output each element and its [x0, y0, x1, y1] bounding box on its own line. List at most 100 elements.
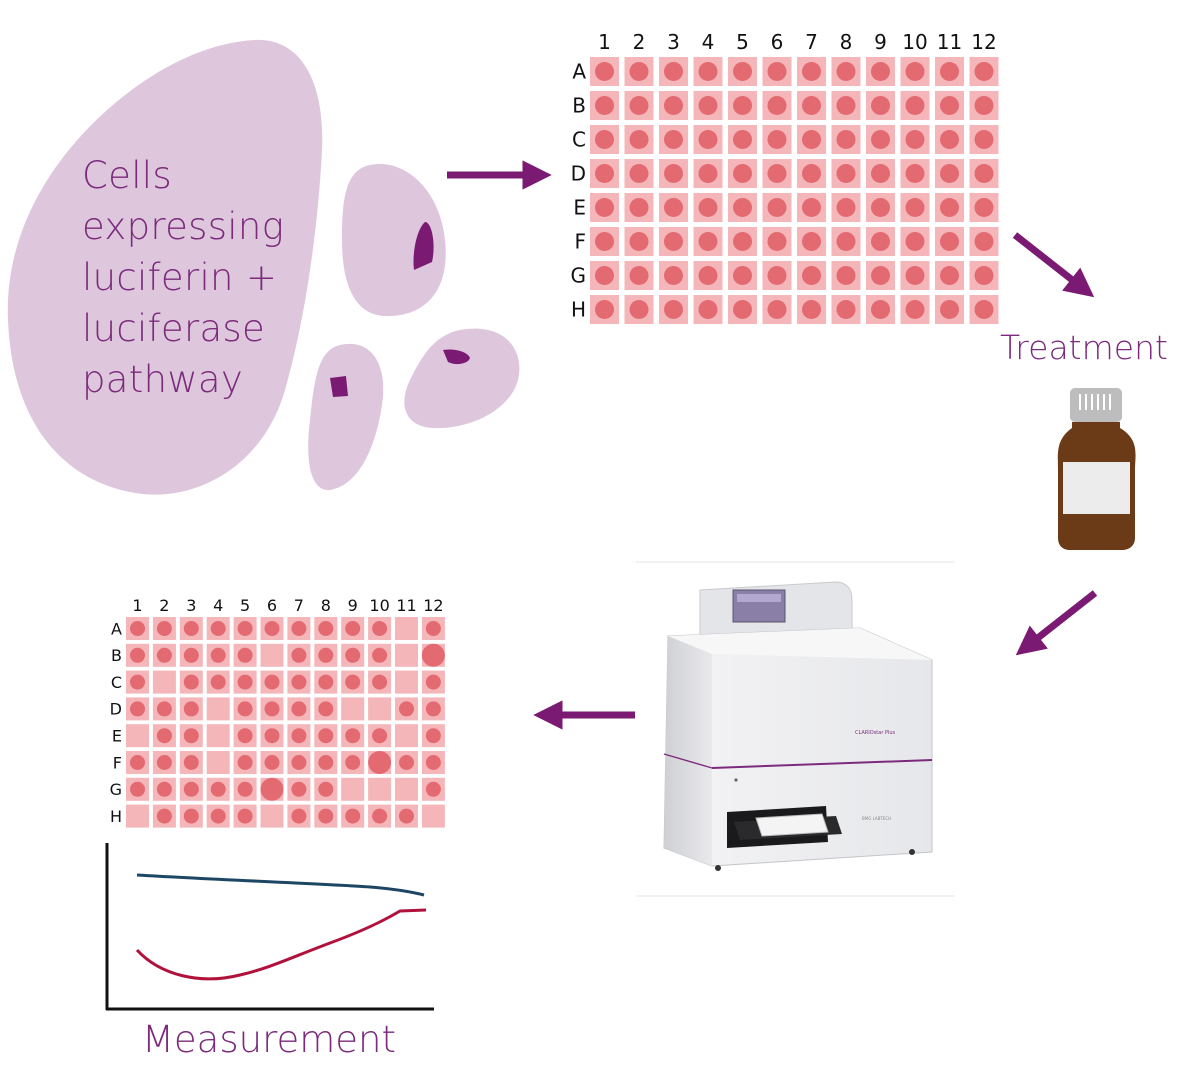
plate-initial-well-signal [974, 300, 994, 319]
plate-result-well-signal [291, 674, 307, 690]
plate-initial-well-signal [836, 266, 856, 285]
plate-initial-column-label: 1 [598, 30, 611, 54]
plate-initial-well-signal [905, 198, 925, 217]
plate-result-column-label: 2 [159, 596, 169, 615]
plate-result-row-label: D [110, 700, 122, 719]
plate-result-well-signal [291, 701, 307, 717]
plate-initial-well-signal [871, 198, 890, 217]
plate-result-column-label: 5 [240, 596, 250, 615]
plate-initial-well-signal [940, 164, 959, 183]
plate-initial-well-signal [905, 130, 925, 149]
plate-initial-well-signal [802, 232, 821, 251]
plate-initial-well-signal [940, 300, 959, 319]
plate-initial-well-signal [698, 300, 718, 319]
device-accent-stripe [711, 759, 933, 769]
plate-result-well-signal [210, 621, 226, 636]
plate-initial-well-signal [905, 62, 925, 81]
plate-initial-well-signal [595, 232, 614, 251]
nucleus-2 [443, 349, 470, 365]
plate-result-well-signal [318, 674, 334, 690]
plate-result-well-signal [130, 647, 145, 663]
plate-initial-well-signal [629, 62, 649, 81]
plate-result-well-signal [291, 755, 307, 770]
plate-initial-well-signal [974, 198, 994, 217]
cells-label-line: luciferin + [82, 256, 278, 299]
plate-result-well-signal [399, 701, 414, 717]
plate-initial-well-signal [974, 164, 994, 183]
plate-result-well-signal [130, 755, 145, 770]
plate-result-well-signal [183, 647, 199, 663]
plate-initial-well-signal [595, 130, 614, 149]
plate-initial-well-signal [940, 266, 959, 285]
plate-result-well-signal [291, 647, 307, 663]
plate-result-well-signal [399, 755, 414, 770]
plate-result-well [395, 777, 418, 801]
plate-result-well-signal [318, 728, 334, 744]
plate-result-well-signal [156, 781, 172, 797]
plate-result-well [260, 643, 284, 667]
plate-initial-well-signal [905, 232, 925, 251]
plate-initial-well-signal [767, 232, 787, 251]
plate-result-well-signal [156, 808, 172, 824]
plate-initial-row-label: C [572, 128, 586, 152]
plate-result-well-signal [372, 647, 388, 663]
plate-result-row-label: E [112, 726, 122, 745]
plate-initial-well-signal [767, 198, 787, 217]
measurement-label: Measurement [142, 1018, 397, 1061]
small-cell-3 [308, 343, 384, 491]
plate-initial-well-signal [733, 62, 752, 81]
plate-result-well-signal [264, 701, 280, 717]
small-cell-2 [404, 328, 520, 429]
plate-initial-well-signal [905, 266, 925, 285]
plate-result-well-signal [237, 728, 253, 744]
plate-initial-well-signal [698, 232, 718, 251]
plate-result-well-signal [318, 808, 334, 824]
plate-initial-well-signal [629, 96, 649, 115]
plate-initial-well-signal [974, 232, 994, 251]
plate-initial-well-signal [629, 164, 649, 183]
plate-result-well-signal [237, 621, 253, 636]
plate-initial-well-signal [836, 300, 856, 319]
plate-result-column-label: 3 [186, 596, 196, 615]
plate-result-row-label: F [113, 753, 122, 772]
plate-result-well-signal [372, 621, 388, 636]
plate-result-well-signal [210, 808, 226, 824]
cells-label: Cells expressing luciferin + luciferase … [82, 150, 284, 405]
plate-initial-well-signal [767, 164, 787, 183]
plate-result-well-signal [130, 701, 145, 717]
plate-result-well-signal [210, 647, 226, 663]
plate-initial-well-signal [733, 198, 752, 217]
plate-result-well-signal [421, 643, 445, 667]
plate-initial-well-signal [802, 164, 821, 183]
device-brand-text: CLARIOstar Plus [855, 730, 896, 736]
plate-initial-well-signal [595, 198, 614, 217]
plate-result-well-signal [237, 674, 253, 690]
plate-result-well-signal [264, 674, 280, 690]
plate-initial-row-label: A [572, 60, 586, 84]
plate-result-well [341, 777, 365, 801]
plate-result-row-label: B [111, 646, 122, 665]
plate-result-well-signal [345, 755, 361, 770]
plate-initial-well-signal [595, 300, 614, 319]
plate-initial-well-signal [664, 62, 683, 81]
plate-initial-well-signal [974, 266, 994, 285]
plate-result-column-label: 1 [132, 596, 142, 615]
plate-result-well-signal [156, 728, 172, 744]
plate-result-well-signal [264, 755, 280, 770]
plate-initial-well-signal [836, 232, 856, 251]
plate-result-column-label: 6 [267, 596, 277, 615]
plate-result-well [206, 697, 230, 721]
plate-initial-well-signal [733, 164, 752, 183]
plate-initial-well-signal [664, 232, 683, 251]
plate-result-well-signal [318, 647, 334, 663]
plate-result-row-label: A [111, 619, 122, 638]
plate-initial-well-signal [767, 266, 787, 285]
plate-initial-well-signal [698, 266, 718, 285]
plate-initial-column-label: 12 [971, 30, 996, 54]
bottle-label [1063, 462, 1130, 514]
plate-initial-well-signal [664, 198, 683, 217]
plate-result-well-signal [291, 781, 307, 797]
